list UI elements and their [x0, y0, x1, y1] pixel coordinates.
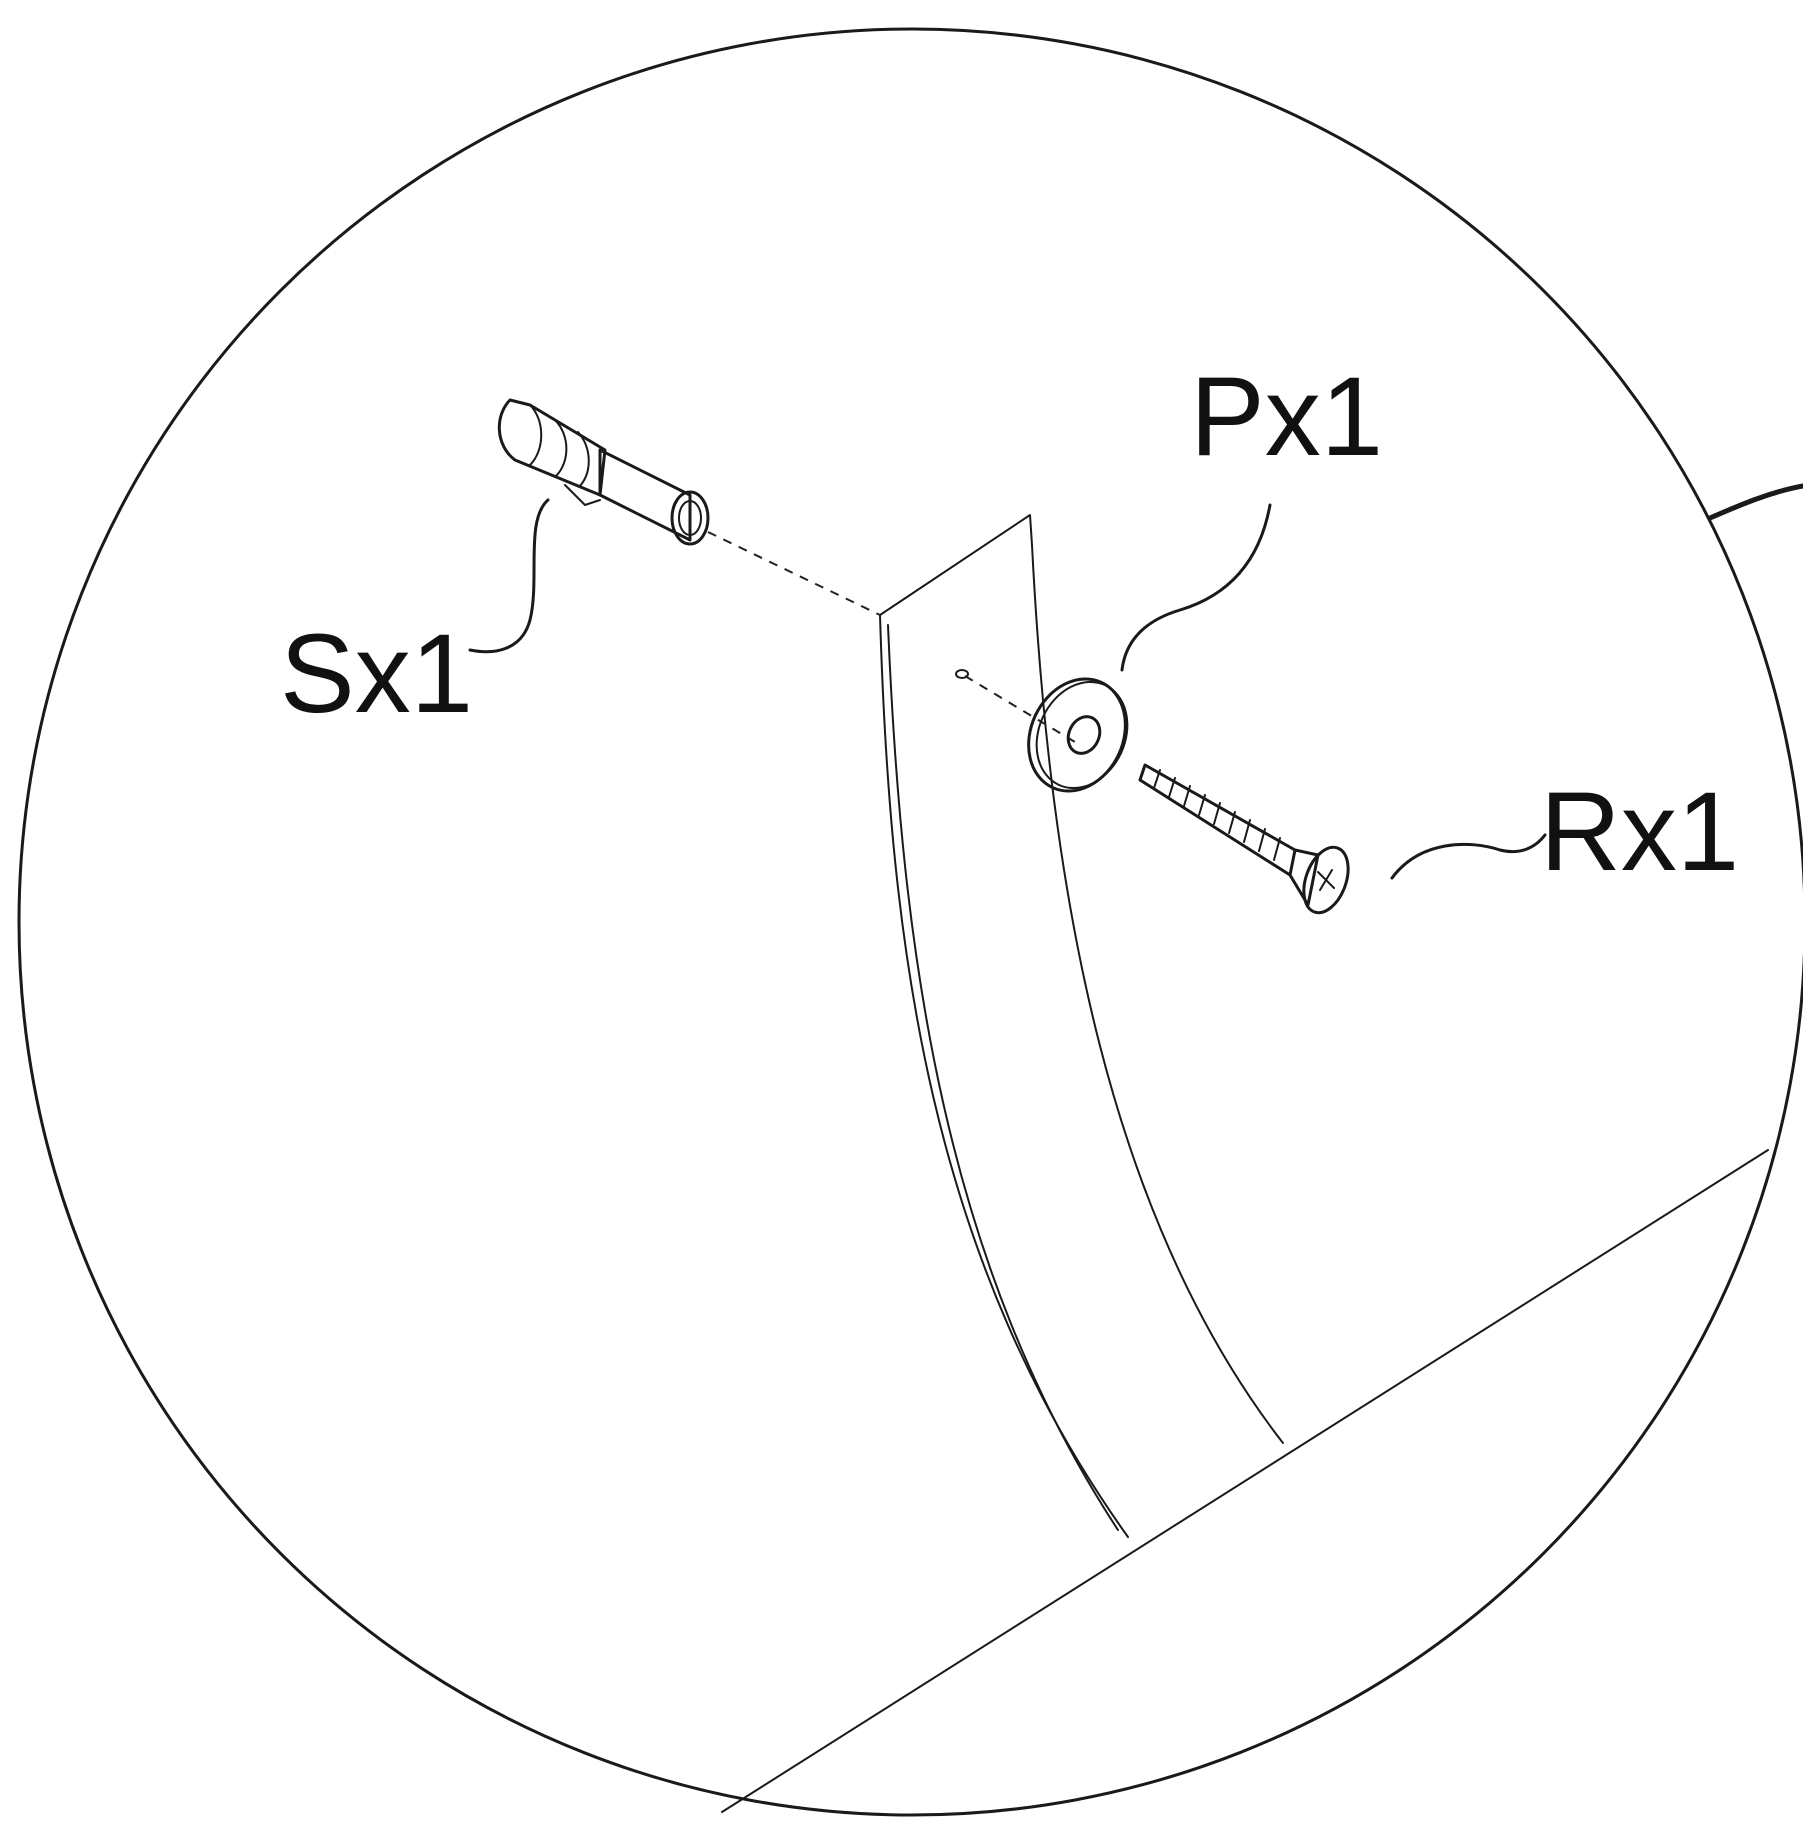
curved-bracket — [879, 514, 1284, 1538]
washer-label: Px1 — [1190, 354, 1383, 479]
detail-leader-line — [1707, 483, 1803, 521]
flat-washer-icon — [1027, 677, 1129, 793]
screw-callout-leader — [1390, 833, 1547, 880]
phillips-wood-screw-icon — [1138, 763, 1350, 915]
floor-panel — [721, 1149, 1769, 1813]
anchor-callout-leader — [468, 498, 550, 654]
wall-plug-anchor-icon — [497, 398, 710, 546]
screw-label: Rx1 — [1540, 769, 1739, 894]
washer-callout-leader — [1120, 503, 1272, 672]
anchor-label: Sx1 — [280, 611, 473, 736]
detail-magnifier-circle — [17, 27, 1803, 1817]
insertion-axis — [707, 531, 1081, 746]
